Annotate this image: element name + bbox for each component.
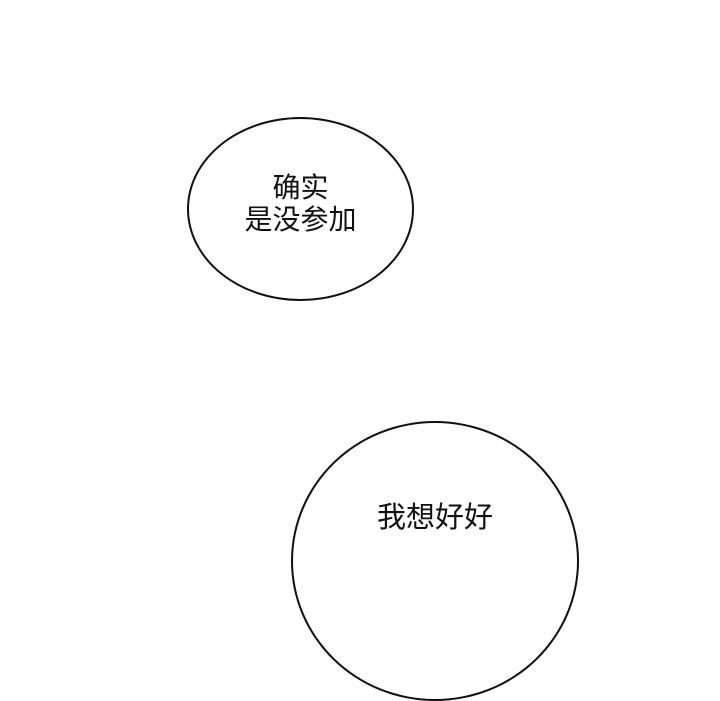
speech-line: 我想好好 <box>376 500 493 534</box>
speech-bubble-2 <box>291 421 579 701</box>
speech-bubble-1 <box>187 117 414 301</box>
speech-bubble-2-text: 我想好好 <box>291 500 579 534</box>
speech-bubble-1-text: 确实 是没参加 <box>187 172 414 236</box>
speech-line: 是没参加 <box>244 203 357 236</box>
speech-line: 确实 <box>272 171 329 204</box>
